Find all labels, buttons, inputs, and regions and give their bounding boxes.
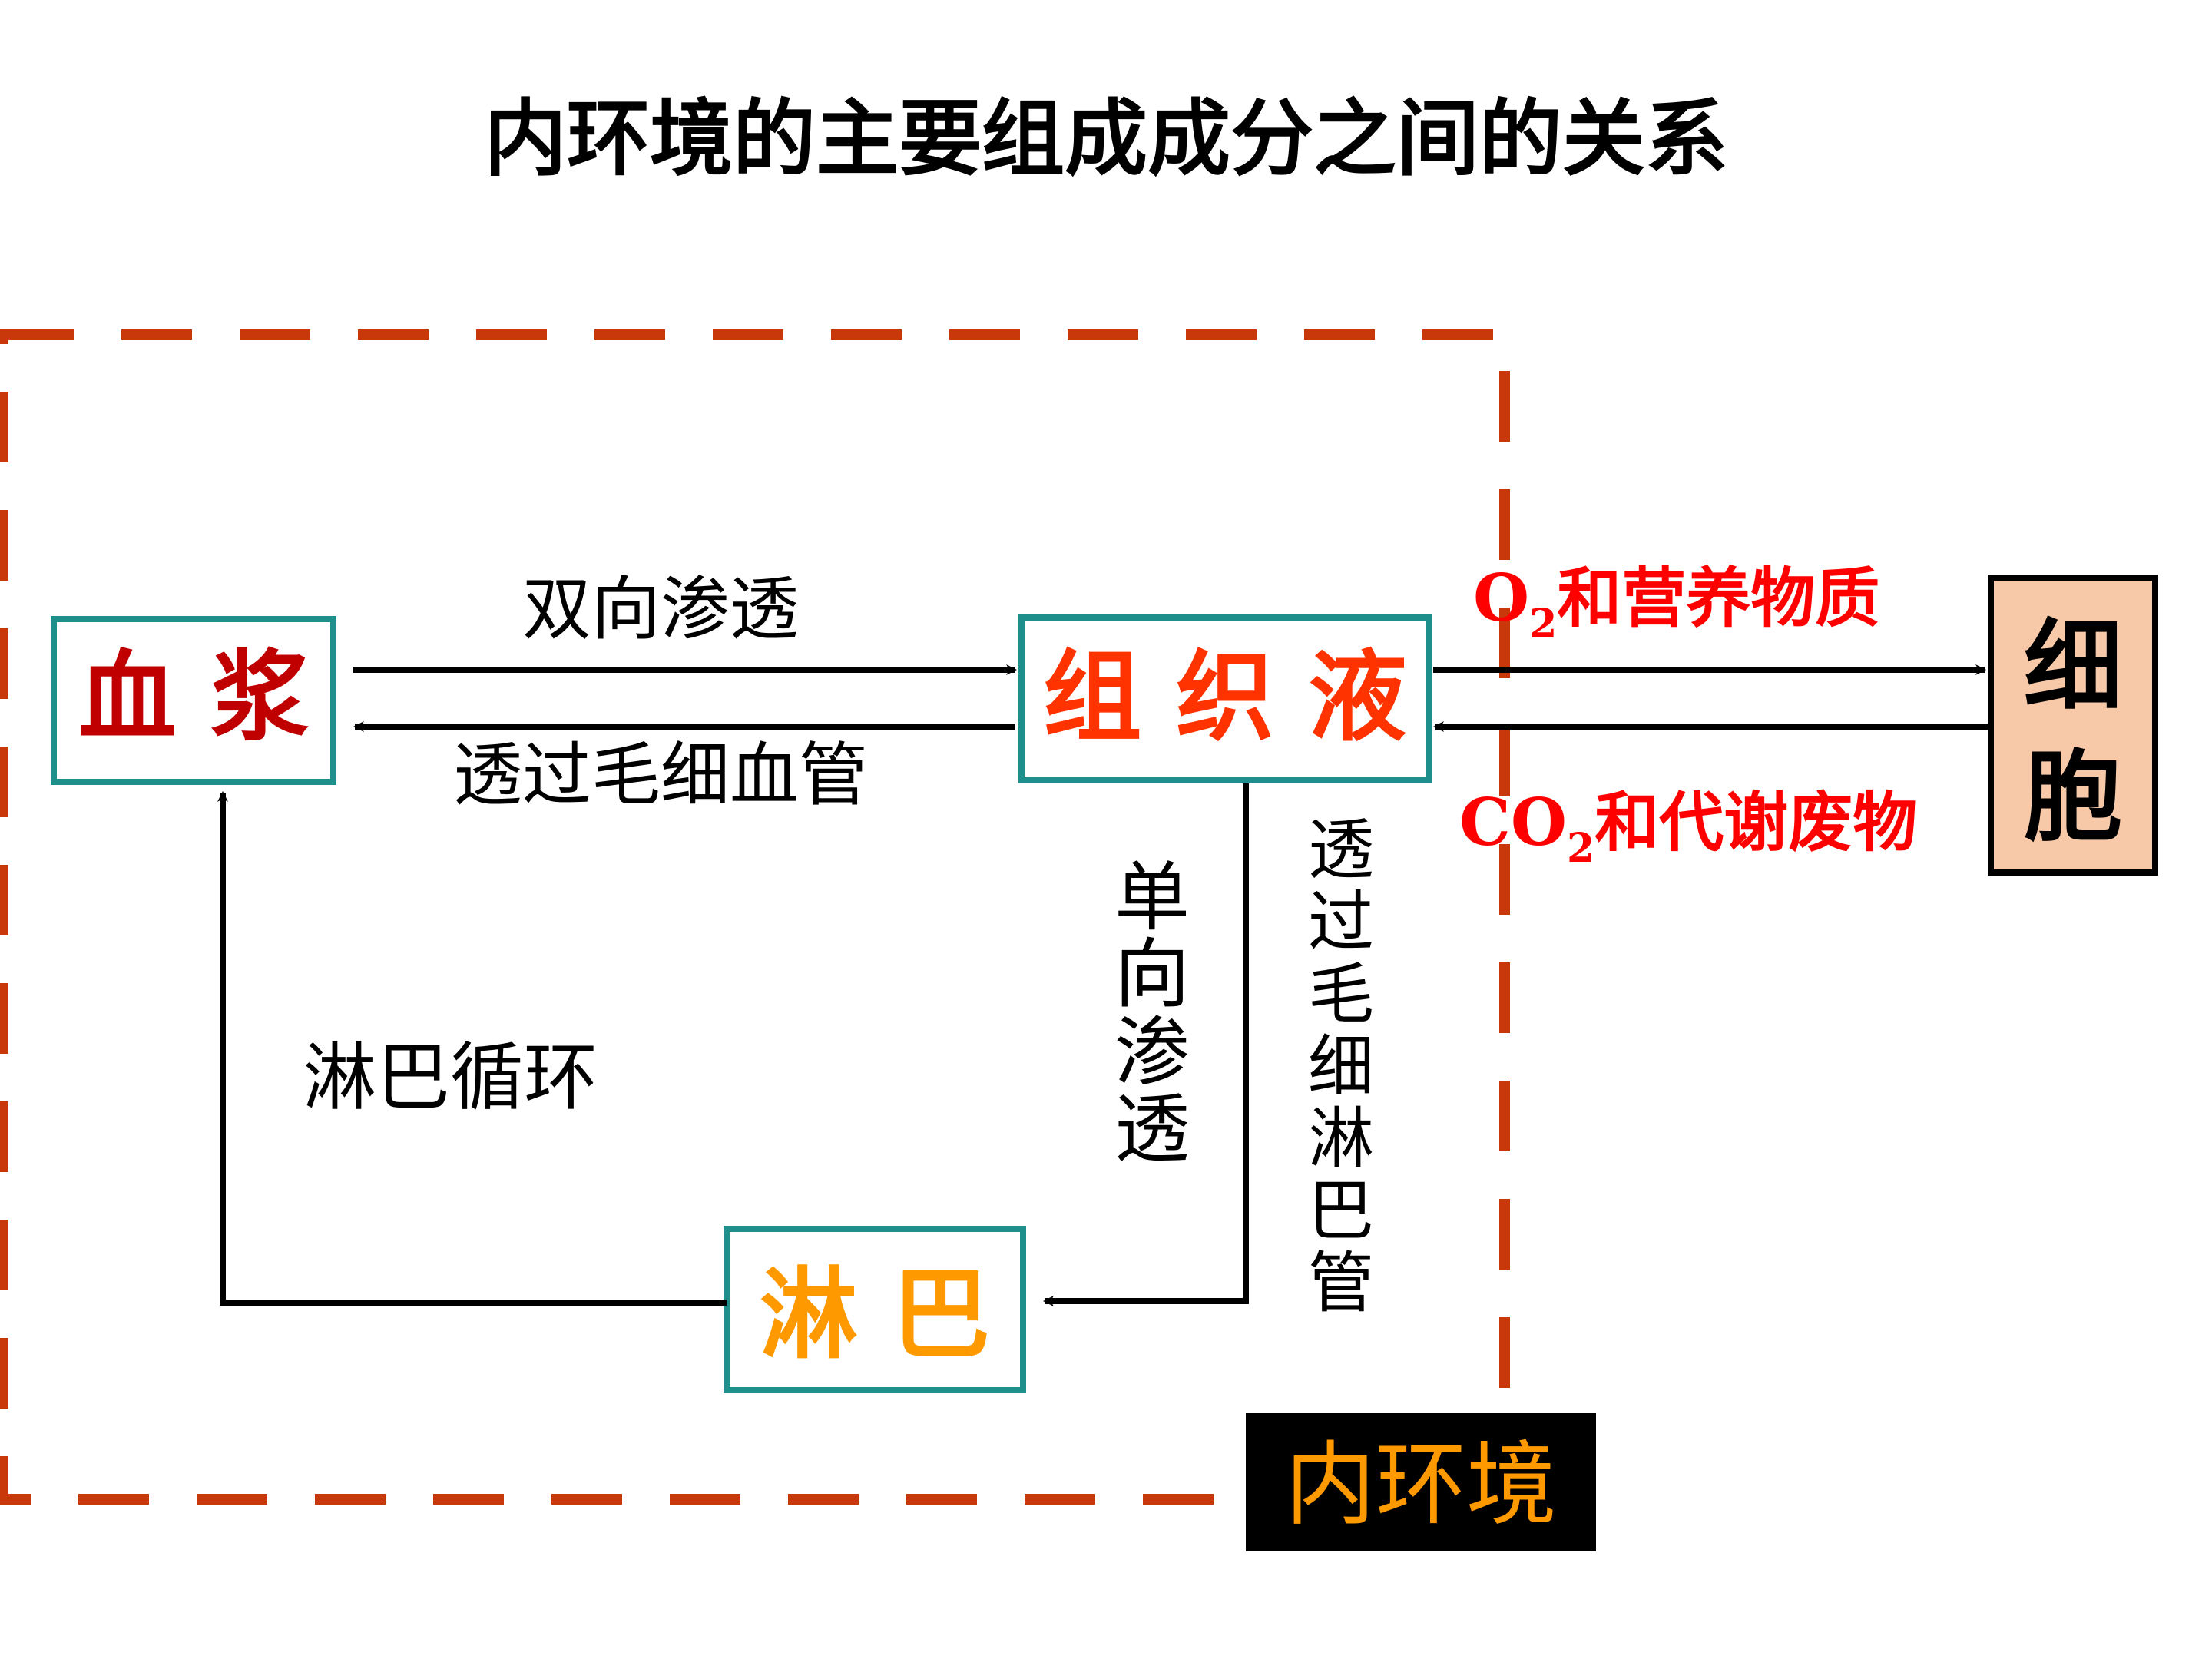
- vchar: 单: [1114, 854, 1190, 942]
- co2-rest: 和代谢废物: [1594, 784, 1917, 860]
- plasma-node: 血 浆: [51, 616, 336, 785]
- vchar: 渗: [1114, 1009, 1190, 1097]
- vchar: 透: [1114, 1086, 1190, 1174]
- internal-environment-border: [0, 329, 1510, 1505]
- co2-subscript: 2: [1567, 825, 1594, 872]
- cell-node: 细 胞: [1988, 575, 2158, 876]
- o2-rest: 和营养物质: [1557, 560, 1879, 636]
- vchar: 透: [1308, 812, 1374, 889]
- bidirectional-osmosis-label: 双向渗透: [522, 569, 799, 650]
- lymph-circulation-label: 淋巴循环: [303, 1035, 598, 1121]
- vchar: 细: [1308, 1028, 1374, 1105]
- o2-nutrients-label: O2和营养物质: [1473, 560, 1879, 647]
- plasma-label: 血 浆: [78, 640, 310, 755]
- vchar: 毛: [1308, 956, 1374, 1033]
- vchar: 过: [1308, 884, 1374, 961]
- internal-environment-badge: 内环境: [1246, 1413, 1596, 1551]
- tissue-to-lymph-arrow: [1043, 783, 1249, 1306]
- o2-subscript: 2: [1529, 601, 1557, 647]
- tissue-fluid-label: 组 织 液: [1043, 640, 1406, 755]
- one-way-osmosis-label: 单 向 渗 透: [1114, 854, 1190, 1174]
- cell-label-1: 细: [2024, 609, 2122, 724]
- through-capillary-label: 透过毛细血管: [453, 735, 868, 816]
- lymph-label: 淋 巴: [760, 1257, 991, 1373]
- co2-waste-label: CO2和代谢废物: [1459, 784, 1917, 872]
- lymph-to-plasma-arrow: [217, 791, 727, 1306]
- o2-prefix: O: [1473, 560, 1529, 636]
- lymph-node: 淋 巴: [724, 1226, 1026, 1393]
- cell-label-2: 胞: [2024, 740, 2122, 855]
- vchar: 淋: [1308, 1101, 1374, 1177]
- page-title: 内环境的主要组成成分之间的关系: [484, 91, 1728, 187]
- co2-prefix: CO: [1459, 784, 1567, 860]
- tissue-fluid-node: 组 织 液: [1018, 614, 1432, 783]
- vchar: 向: [1114, 931, 1190, 1018]
- vchar: 管: [1308, 1245, 1374, 1322]
- vchar: 巴: [1308, 1173, 1374, 1250]
- through-lymph-capillary-label: 透 过 毛 细 淋 巴 管: [1308, 812, 1374, 1322]
- internal-environment-label: 内环境: [1285, 1432, 1557, 1538]
